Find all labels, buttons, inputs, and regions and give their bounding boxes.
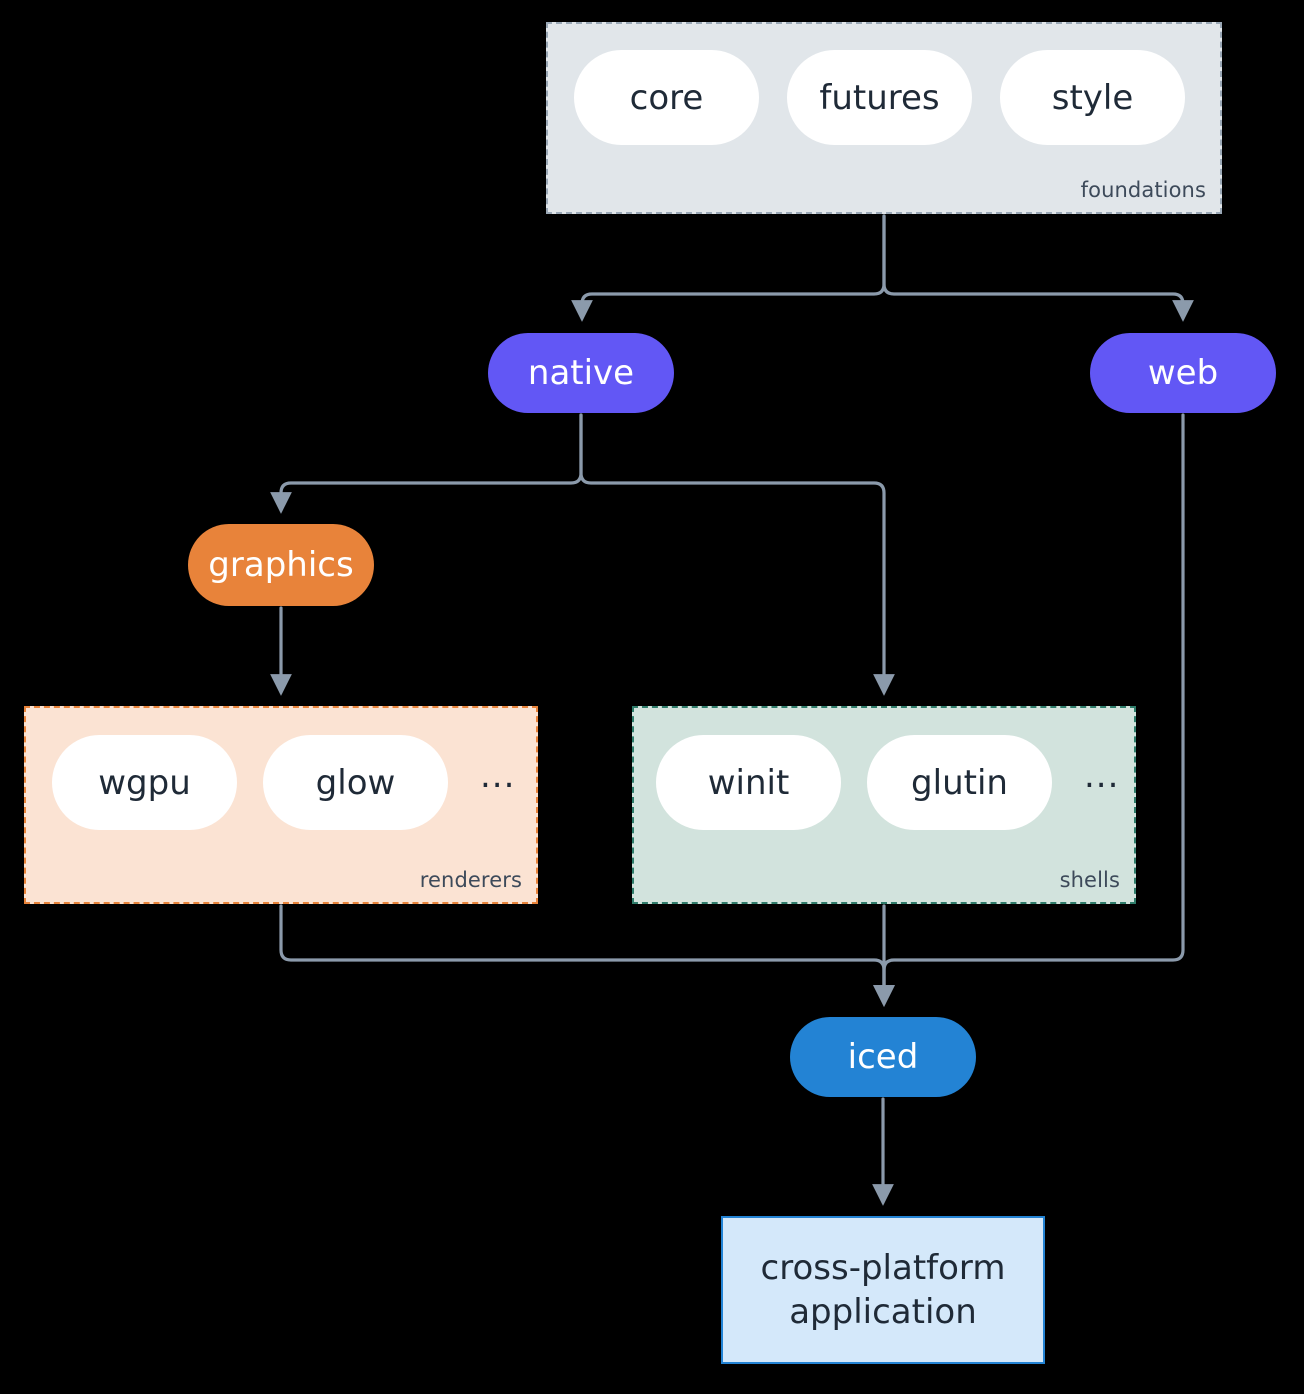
node-futures[interactable]: futures (787, 50, 972, 145)
node-core-label: core (629, 77, 704, 118)
edge-foundations-native (571, 214, 886, 322)
node-winit[interactable]: winit (656, 735, 841, 830)
node-native-label: native (527, 353, 635, 393)
edge-native-shells (579, 413, 895, 696)
node-glow-label: glow (315, 762, 396, 803)
node-wgpu-label: wgpu (98, 762, 191, 803)
cluster-foundations: core futures style foundations (546, 22, 1222, 214)
cluster-foundations-members: core futures style (574, 50, 1185, 145)
cluster-renderers-members: wgpu glow ... (52, 735, 521, 830)
cluster-foundations-label: foundations (1080, 178, 1206, 202)
node-iced-label: iced (847, 1037, 919, 1077)
node-native[interactable]: native (488, 333, 674, 413)
node-winit-label: winit (707, 762, 790, 803)
node-futures-label: futures (819, 77, 940, 118)
node-graphics-label: graphics (208, 545, 354, 585)
node-iced[interactable]: iced (790, 1017, 976, 1097)
cluster-shells-label: shells (1059, 868, 1120, 892)
edge-foundations-web (882, 214, 1194, 322)
renderers-more-ellipsis: ... (480, 755, 516, 796)
node-web[interactable]: web (1090, 333, 1276, 413)
node-style[interactable]: style (1000, 50, 1185, 145)
node-glow[interactable]: glow (263, 735, 448, 830)
node-style-label: style (1051, 77, 1134, 118)
edge-renderers-iced (279, 904, 895, 1007)
node-cross-platform-application[interactable]: cross-platform application (721, 1216, 1045, 1364)
node-glutin-label: glutin (911, 762, 1008, 803)
node-wgpu[interactable]: wgpu (52, 735, 237, 830)
node-core[interactable]: core (574, 50, 759, 145)
cluster-renderers-label: renderers (419, 868, 522, 892)
shells-more-ellipsis: ... (1084, 755, 1120, 796)
cluster-shells-members: winit glutin ... (656, 735, 1125, 830)
node-glutin[interactable]: glutin (867, 735, 1052, 830)
node-application-line1: cross-platform (760, 1247, 1006, 1288)
node-application-line2: application (789, 1292, 977, 1332)
cluster-renderers: wgpu glow ... renderers (24, 706, 538, 904)
node-graphics[interactable]: graphics (188, 524, 374, 606)
cluster-shells: winit glutin ... shells (632, 706, 1136, 904)
edge-native-graphics (270, 413, 583, 514)
node-web-label: web (1147, 353, 1219, 393)
